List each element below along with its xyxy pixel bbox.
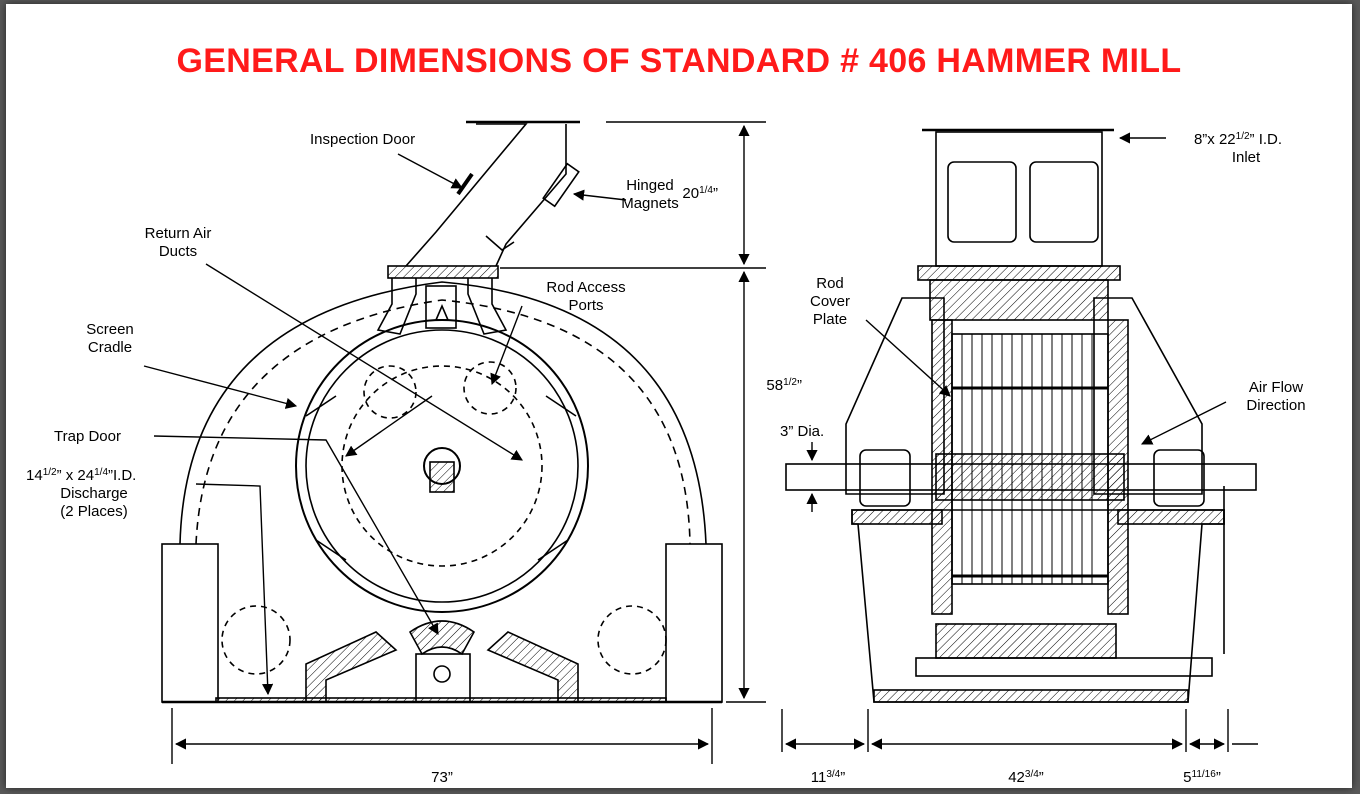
page-title: GENERAL DIMENSIONS OF STANDARD # 406 HAM… [176, 42, 1182, 80]
rod-cover-label-1: Rod [816, 275, 844, 292]
inspection-door-label: Inspection Door [310, 131, 415, 148]
dia-label: 3” Dia. [780, 423, 824, 440]
dim-top-height: 201/4” [682, 185, 718, 202]
rod-access-label-1: Rod Access [546, 279, 625, 296]
hinged-magnets-label-2: Magnets [621, 195, 679, 212]
inlet-label-2: Inlet [1232, 149, 1261, 166]
rod-access-label-2: Ports [568, 297, 603, 314]
screen-cradle-label-2: Cradle [88, 339, 132, 356]
screen-cradle-label-1: Screen [86, 321, 134, 338]
dim-body-height: 581/2” [766, 377, 802, 394]
inlet-label-1: 8”x 221/2” I.D. [1194, 131, 1282, 148]
dim-side-a: 113/4” [811, 769, 845, 786]
rod-cover-label-2: Cover [810, 293, 850, 310]
side-view-leaders [781, 132, 1258, 752]
drawing-frame: GENERAL DIMENSIONS OF STANDARD # 406 HAM… [6, 4, 1352, 788]
dim-side-c: 511/16” [1183, 769, 1221, 786]
discharge-label-2: Discharge [60, 485, 128, 502]
front-view-leaders [143, 153, 627, 696]
return-air-label-2: Ducts [159, 243, 197, 260]
air-flow-label-2: Direction [1246, 397, 1305, 414]
discharge-label-3: (2 Places) [60, 503, 128, 520]
side-view-drawing [785, 128, 1257, 703]
hinged-magnets-label-1: Hinged [626, 177, 674, 194]
rod-cover-label-3: Plate [813, 311, 847, 328]
side-view-labels: 8”x 221/2” I.D. Inlet Rod Cover Plate Ai… [780, 131, 1306, 786]
trap-door-label: Trap Door [54, 428, 121, 445]
dim-overall-width: 73” [431, 769, 453, 786]
discharge-label-1: 141/2” x 241/4”I.D. [26, 467, 136, 484]
drawing-canvas: Inspection Door Hinged Magnets Return Ai… [26, 120, 1306, 786]
front-view-labels: Inspection Door Hinged Magnets Return Ai… [26, 131, 802, 786]
front-view-dimension-lines [171, 121, 766, 764]
dim-side-b: 423/4” [1008, 769, 1044, 786]
air-flow-label-1: Air Flow [1249, 379, 1303, 396]
front-view-drawing [161, 120, 723, 704]
return-air-label-1: Return Air [145, 225, 212, 242]
